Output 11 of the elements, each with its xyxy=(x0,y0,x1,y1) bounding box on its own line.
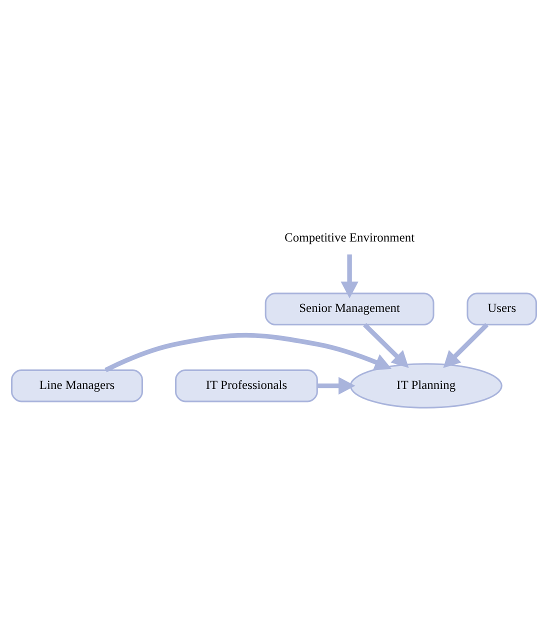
arrow xyxy=(317,376,356,394)
arrow xyxy=(443,322,489,368)
node-ellipse: IT Planning xyxy=(350,362,502,408)
node-box: Line Managers xyxy=(11,368,143,402)
node-box: Users xyxy=(466,292,537,325)
node-text: Competitive Environment xyxy=(284,230,415,244)
arrow xyxy=(363,322,409,368)
arrow xyxy=(340,254,358,298)
node-box: IT Professionals xyxy=(175,368,318,402)
arrow xyxy=(104,332,392,372)
node-box: Senior Management xyxy=(264,292,434,325)
